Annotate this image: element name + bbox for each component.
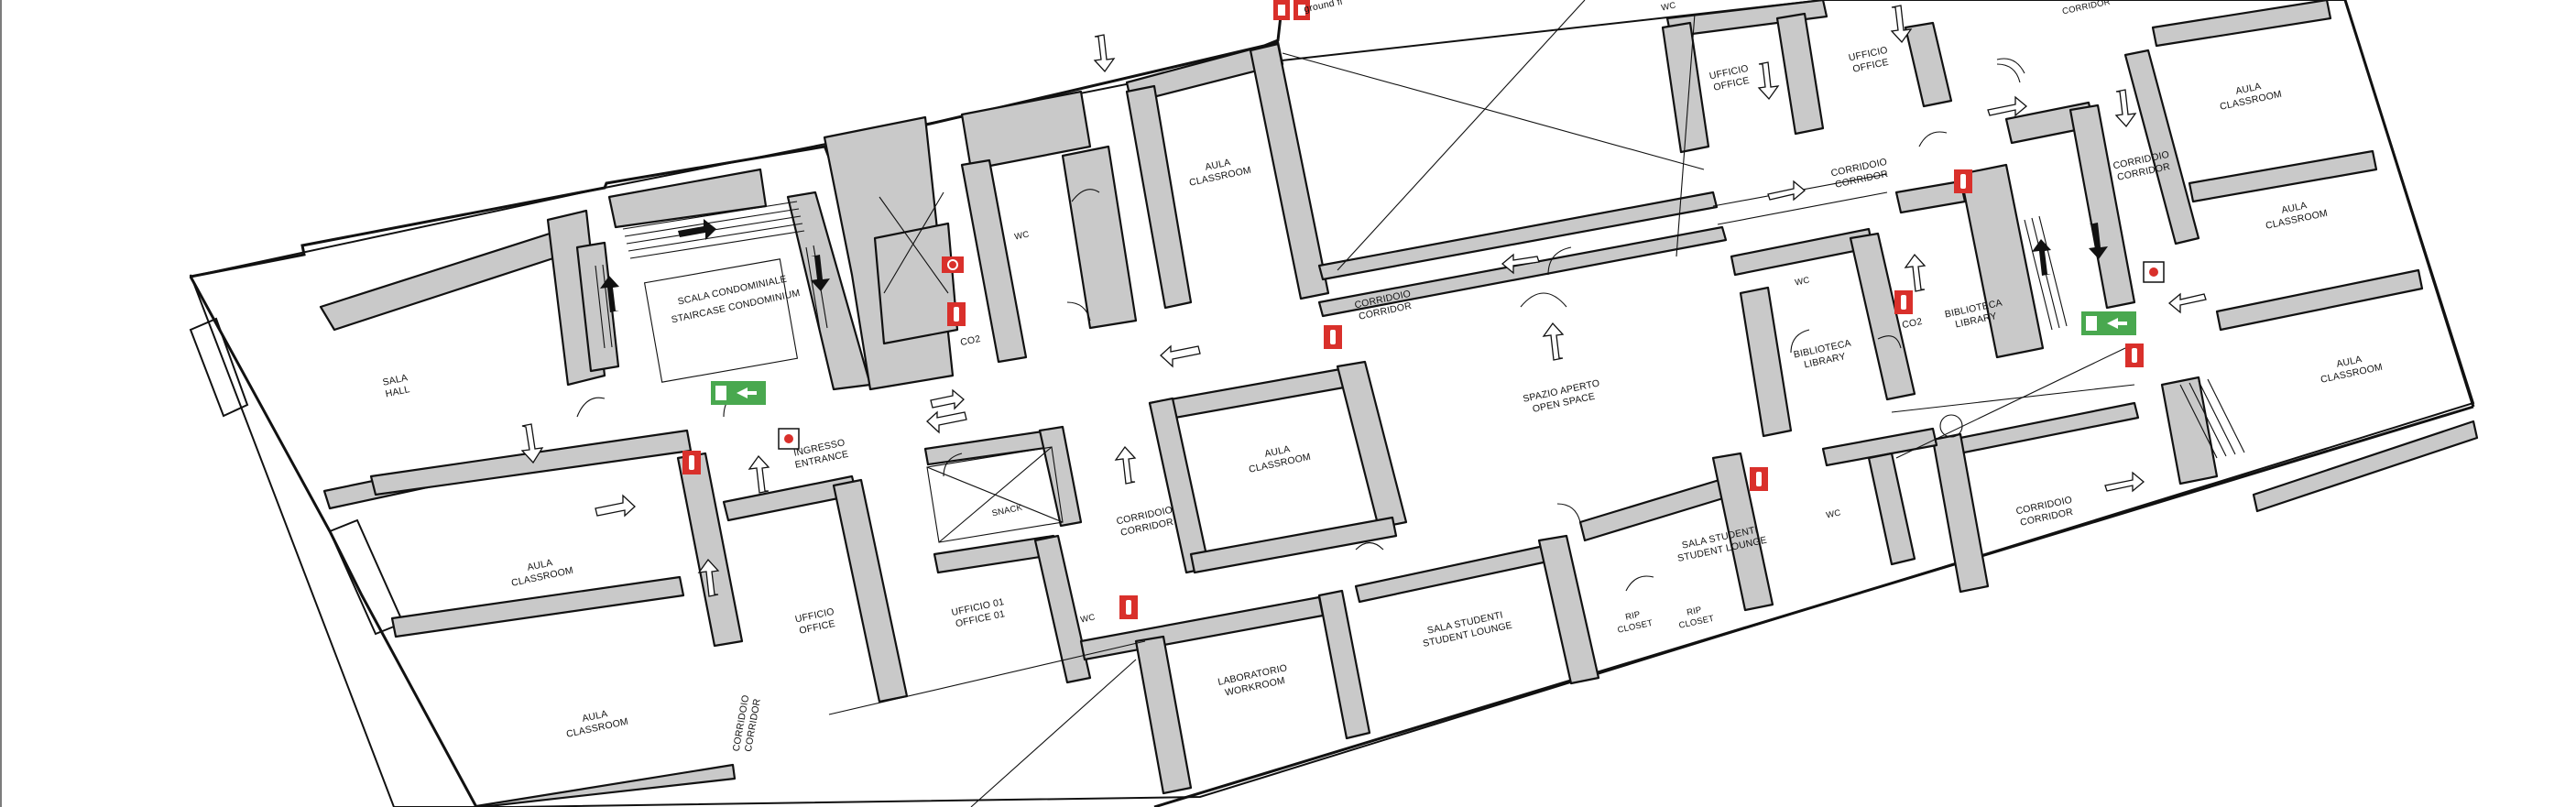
safety-icons <box>682 0 2165 619</box>
room-label: CORRIDOIO CORRIDOR <box>731 694 763 753</box>
arrow-icon <box>1093 34 1116 73</box>
room-label: LABORATORIO WORKROOM <box>1217 662 1288 698</box>
details <box>576 0 2245 807</box>
room-label: AULA CLASSROOM <box>510 557 574 589</box>
arrow-icon <box>678 219 716 240</box>
room-label: WC <box>1825 507 1841 520</box>
arrow-icon <box>600 276 619 312</box>
evacuation-arrows <box>520 5 2207 597</box>
arrow-icon <box>595 494 636 518</box>
arrow-icon <box>2114 89 2137 128</box>
arrow-icon <box>811 255 830 291</box>
fire-extinguisher-icon <box>1750 467 1768 491</box>
arrow-icon <box>1542 322 1565 361</box>
arrow-icon <box>2104 471 2145 493</box>
arrow-icon <box>2032 239 2051 276</box>
svg-text:AULA: AULA <box>1204 157 1231 173</box>
room-label: WC <box>1660 0 1676 13</box>
room-label: SALA HALL <box>382 372 411 399</box>
room-label: WC <box>1079 612 1096 625</box>
room-label: CORRIDOR <box>2061 0 2111 16</box>
fire-hose-icon <box>1273 0 1310 20</box>
fire-hose-icon <box>942 256 964 273</box>
room-label: SALA STUDENTI STUDENT LOUNGE <box>1676 524 1768 564</box>
fire-extinguisher-icon <box>2125 344 2144 367</box>
room-label: INGRESSO ENTRANCE <box>792 437 849 471</box>
arrow-icon <box>697 558 720 597</box>
room-label: SCALA CONDOMINIALE STAIRCASE CONDOMINIUM <box>671 274 802 326</box>
arrow-icon <box>1890 5 1913 44</box>
fire-extinguisher-icon <box>947 302 966 326</box>
co2-label: CO2 <box>1901 316 1923 331</box>
arrow-icon <box>1987 95 2028 117</box>
room-label: WC <box>1013 229 1030 242</box>
legend-text: ground fl <box>1303 0 1343 15</box>
fire-extinguisher-icon <box>1954 169 1972 193</box>
arrow-icon <box>1757 61 1780 101</box>
room-label: SPAZIO APERTO OPEN SPACE <box>1522 377 1600 415</box>
arrow-icon <box>1114 445 1137 485</box>
fire-extinguisher-icon <box>1894 290 1913 314</box>
room-label: UFFICIO 01 OFFICE 01 <box>950 596 1006 629</box>
room-label: CORRIDOIO CORRIDOR <box>1830 157 1890 191</box>
arrow-icon <box>520 423 544 464</box>
svg-text:AULA: AULA <box>1263 443 1291 460</box>
arrow-icon <box>748 454 770 494</box>
arrow-icon <box>2089 223 2108 259</box>
svg-text:SALA: SALA <box>382 372 409 387</box>
walls <box>319 0 2479 807</box>
svg-text:CLOSET: CLOSET <box>1617 618 1654 636</box>
room-label: AULA CLASSROOM <box>565 708 629 740</box>
fire-extinguisher-icon <box>1324 325 1342 349</box>
room-label: BIBLIOTECA LIBRARY <box>1793 338 1852 371</box>
svg-text:CLOSET: CLOSET <box>1678 614 1716 631</box>
svg-text:HALL: HALL <box>385 384 411 399</box>
room-label: RIP CLOSET <box>1678 605 1716 631</box>
svg-text:SNACK: SNACK <box>991 503 1024 519</box>
room-label: CORRIDOIO CORRIDOR <box>2015 495 2075 529</box>
co2-label: CO2 <box>959 333 981 348</box>
room-label: AULA CLASSROOM <box>2219 81 2283 113</box>
fire-extinguisher-icon <box>682 451 701 474</box>
room-label: AULA CLASSROOM <box>1248 443 1312 475</box>
arrow-icon <box>930 388 965 410</box>
fire-extinguisher-icon <box>1119 595 1138 619</box>
fire-alarm-icon <box>2143 261 2165 283</box>
arrow-icon <box>1767 180 1806 202</box>
svg-text:AULA: AULA <box>2335 354 2363 370</box>
arrow-icon <box>1904 253 1927 292</box>
arrow-icon <box>926 410 967 434</box>
svg-text:RIP: RIP <box>1624 609 1641 622</box>
room-label: UFFICIO OFFICE <box>1848 45 1890 75</box>
room-label: AULA CLASSROOM <box>2265 200 2329 232</box>
arrow-icon <box>1501 253 1540 275</box>
room-label: AULA CLASSROOM <box>2319 354 2384 386</box>
room-label: CORRIDOIO CORRIDOR <box>1116 505 1175 539</box>
room-label: UFFICIO OFFICE <box>1708 63 1751 93</box>
room-label: SNACK <box>991 503 1024 519</box>
room-label: SALA STUDENTI STUDENT LOUNGE <box>1422 609 1513 649</box>
room-label: UFFICIO OFFICE <box>794 606 836 637</box>
emergency-exit-icon <box>711 381 766 405</box>
room-label: AULA CLASSROOM <box>1188 157 1252 189</box>
svg-text:AULA: AULA <box>2280 200 2308 216</box>
room-label: RIP CLOSET <box>1617 609 1654 636</box>
svg-text:AULA: AULA <box>2234 81 2262 97</box>
svg-text:RIP: RIP <box>1686 605 1702 617</box>
fire-alarm-icon <box>778 428 800 450</box>
arrow-icon <box>2167 292 2207 314</box>
svg-text:AULA: AULA <box>526 557 553 573</box>
emergency-exit-icon <box>2081 311 2136 335</box>
svg-text:AULA: AULA <box>581 708 608 725</box>
room-label: WC <box>1794 275 1810 288</box>
arrow-icon <box>1160 344 1201 368</box>
